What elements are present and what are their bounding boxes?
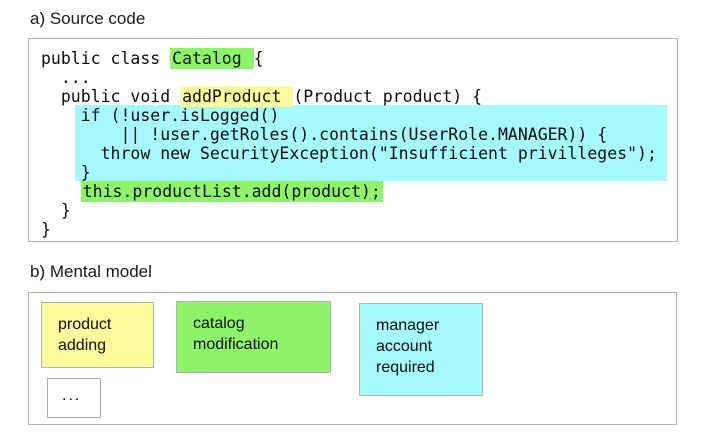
code-text: || !user.getRoles().contains(UserRole.MA… [41,125,608,144]
code-text: if (!user.isLogged() [41,106,280,125]
code-lines: public class Catalog { ... public void a… [29,39,677,239]
code-highlight-green: this.productList.add(product); [80,181,383,202]
mental-model-box-yellow: product adding [41,302,154,368]
code-text [41,182,81,201]
panel-b-title: b) Mental model [30,262,152,281]
code-line-in-highlight-block: if (!user.isLogged() [41,106,677,125]
source-code-panel: public class Catalog { ... public void a… [28,38,678,242]
code-text: { [253,49,264,68]
code-text: throw new SecurityException("Insufficien… [41,144,657,163]
mental-model-box-green: catalog modification [176,301,331,373]
code-line: public void addProduct (Product product)… [41,86,677,107]
panel-a-title: a) Source code [30,9,146,28]
code-highlight-yellow: addProduct [180,86,294,107]
code-line: } [41,201,677,220]
code-text: ... [41,68,91,87]
code-line-in-highlight-block: throw new SecurityException("Insufficien… [41,144,677,163]
code-text: public void [41,87,181,106]
code-line: this.productList.add(product); [41,181,677,202]
code-line: public class Catalog { [41,48,677,69]
mental-model-box-cyan: manager account required [359,303,483,396]
code-text: (Product product) { [293,87,483,106]
code-highlight-green: Catalog [170,48,254,69]
code-text: } [41,201,71,220]
code-line-in-highlight-block: || !user.getRoles().contains(UserRole.MA… [41,125,677,144]
code-text: } [41,220,51,239]
code-line: ... [41,68,677,87]
security-check-block-highlight [75,105,667,181]
code-text: } [41,163,91,182]
mental-model-box-white: ... [47,378,101,418]
code-line: } [41,220,677,239]
mental-model-panel: product adding catalog modification manage… [28,292,677,425]
code-line-in-highlight-block: } [41,163,677,182]
code-text: public class [41,49,171,68]
